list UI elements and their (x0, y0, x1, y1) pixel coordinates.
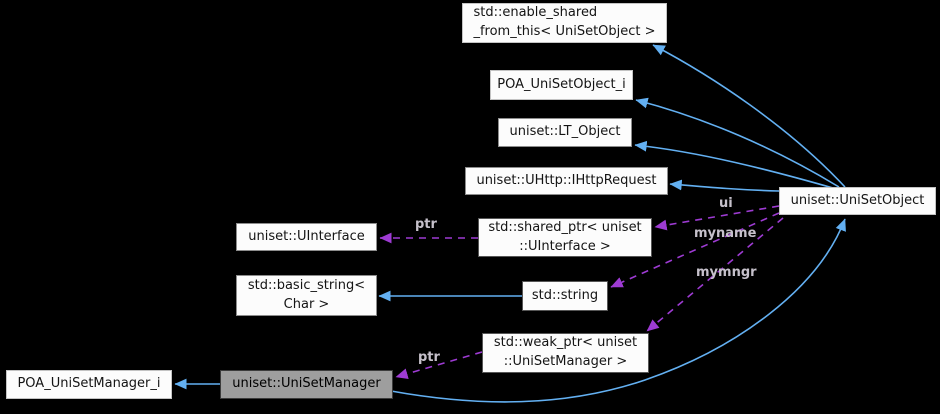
edge-usage-weak-ptr-to-unisetmanager (395, 351, 483, 379)
node-label: std::basic_string< Char > (247, 277, 366, 312)
node-uniset-uinterface[interactable]: uniset::UInterface (236, 223, 377, 251)
node-label: std::shared_ptr< uniset ::UInterface > (488, 219, 642, 254)
edge-label-ptr-shared: ptr (415, 217, 437, 232)
edge-inherit-unisetobject-to-enable-shared (652, 44, 846, 188)
edge-label-mymngr: mymngr (696, 265, 757, 280)
node-label: std::enable_shared _from_this< UniSetObj… (473, 5, 656, 39)
node-label: uniset::LT_Object (509, 124, 621, 140)
node-label: uniset::UniSetObject (790, 192, 925, 208)
edge-inherit-unisetmanager-to-unisetobject (390, 218, 846, 403)
node-std-shared-ptr-uinterface[interactable]: std::shared_ptr< uniset ::UInterface > (478, 218, 652, 257)
node-label: uniset::UniSetManager (232, 376, 381, 392)
node-std-enable-shared-from-this[interactable]: std::enable_shared _from_this< UniSetObj… (462, 3, 667, 43)
node-label: std::string (531, 287, 599, 303)
node-uniset-uhttp-ihttprequest[interactable]: uniset::UHttp::IHttpRequest (465, 167, 668, 195)
edge-label-myname: myname (694, 226, 757, 241)
node-label: std::weak_ptr< uniset ::UniSetManager > (493, 335, 638, 369)
node-label: POA_UniSetManager_i (17, 376, 161, 392)
edge-label-ui: ui (719, 196, 733, 211)
node-poa-unisetmanager-i[interactable]: POA_UniSetManager_i (6, 370, 172, 399)
node-label: uniset::UInterface (248, 228, 365, 244)
edge-label-ptr-weak: ptr (418, 350, 440, 365)
node-label: uniset::UHttp::IHttpRequest (476, 172, 657, 188)
node-poa-unisetobject-i[interactable]: POA_UniSetObject_i (490, 70, 633, 100)
edge-inherit-unisetobject-to-ihttprequest (669, 179, 780, 192)
edge-usage-unisetobject-mymngr-to-weak-ptr (646, 217, 784, 332)
node-std-string[interactable]: std::string (522, 281, 608, 311)
edge-inherit-unisetobject-to-lt-object (634, 140, 834, 189)
edge-usage-unisetobject-ui-to-shared-ptr (654, 205, 780, 231)
node-label: POA_UniSetObject_i (497, 76, 626, 92)
edge-usage-unisetobject-myname-to-string (610, 212, 780, 288)
node-uniset-unisetmanager-current[interactable]: uniset::UniSetManager (220, 370, 393, 399)
edge-inherit-unisetobject-to-poa-unisetobject-i (635, 97, 840, 188)
node-uniset-lt-object[interactable]: uniset::LT_Object (498, 118, 632, 147)
node-uniset-unisetobject[interactable]: uniset::UniSetObject (779, 187, 936, 215)
node-std-weak-ptr-unisetmanager[interactable]: std::weak_ptr< uniset ::UniSetManager > (482, 333, 649, 373)
node-std-basic-string-char[interactable]: std::basic_string< Char > (236, 275, 377, 316)
